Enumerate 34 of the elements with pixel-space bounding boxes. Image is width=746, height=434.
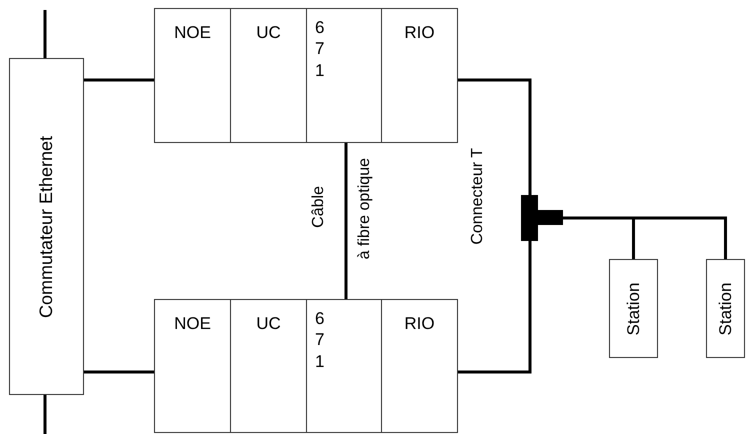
station-label: Station bbox=[623, 282, 644, 335]
module-label: RIO bbox=[403, 314, 436, 334]
cable-label: à fibre optique bbox=[356, 158, 374, 260]
cable-line bbox=[344, 143, 348, 299]
station-label: Station bbox=[715, 282, 736, 335]
module-box bbox=[381, 8, 458, 143]
t-connector-icon bbox=[521, 195, 563, 241]
cable-line bbox=[458, 78, 532, 195]
module-label: RIO bbox=[403, 23, 436, 44]
module-label: NOE bbox=[173, 23, 212, 44]
module-box bbox=[230, 8, 307, 143]
module-label: UC bbox=[255, 23, 282, 44]
module-label: UC bbox=[255, 314, 282, 334]
station-box bbox=[609, 259, 658, 358]
module-number: 6 7 1 bbox=[315, 308, 326, 372]
cable-line bbox=[44, 395, 46, 434]
cable-line bbox=[563, 216, 727, 259]
cable-line bbox=[44, 10, 46, 58]
cable-line bbox=[84, 78, 154, 82]
module-box bbox=[306, 299, 382, 433]
module-box bbox=[230, 299, 307, 433]
cable-line bbox=[84, 370, 154, 374]
cable-line bbox=[458, 241, 532, 374]
module-box bbox=[381, 299, 458, 433]
switch-label: Commutateur Ethernet bbox=[36, 135, 57, 318]
cable-label: Connecteur T bbox=[469, 148, 487, 245]
module-number: 6 7 1 bbox=[315, 17, 326, 81]
switch-box bbox=[9, 58, 84, 395]
module-box bbox=[306, 8, 382, 143]
module-label: NOE bbox=[173, 314, 212, 334]
module-box bbox=[154, 8, 231, 143]
cable-label: Câble bbox=[310, 186, 328, 228]
module-box bbox=[154, 299, 231, 433]
station-box bbox=[706, 259, 745, 358]
